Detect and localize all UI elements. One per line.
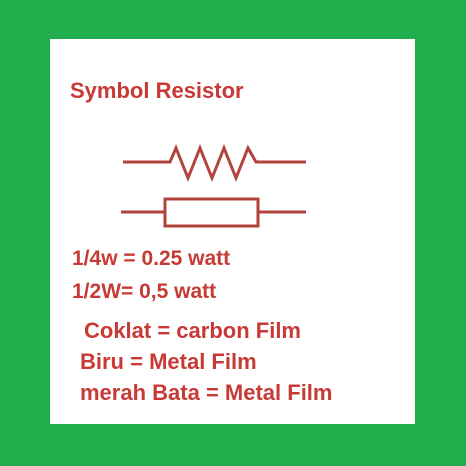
material-carbon-film: Coklat = carbon Film [84,318,301,343]
material-metal-film-blue: Biru = Metal Film [80,349,257,374]
box-resistor-symbol [121,197,306,228]
white-card [50,39,415,424]
power-spec-quarter-watt: 1/4w = 0.25 watt [72,247,231,270]
resistor-symbols [121,143,306,228]
zigzag-resistor-symbol [123,143,306,183]
material-metal-film-red: merah Bata = Metal Film [80,380,333,405]
diagram-title: Symbol Resistor [70,78,244,103]
power-spec-half-watt: 1/2W= 0,5 watt [72,280,217,303]
